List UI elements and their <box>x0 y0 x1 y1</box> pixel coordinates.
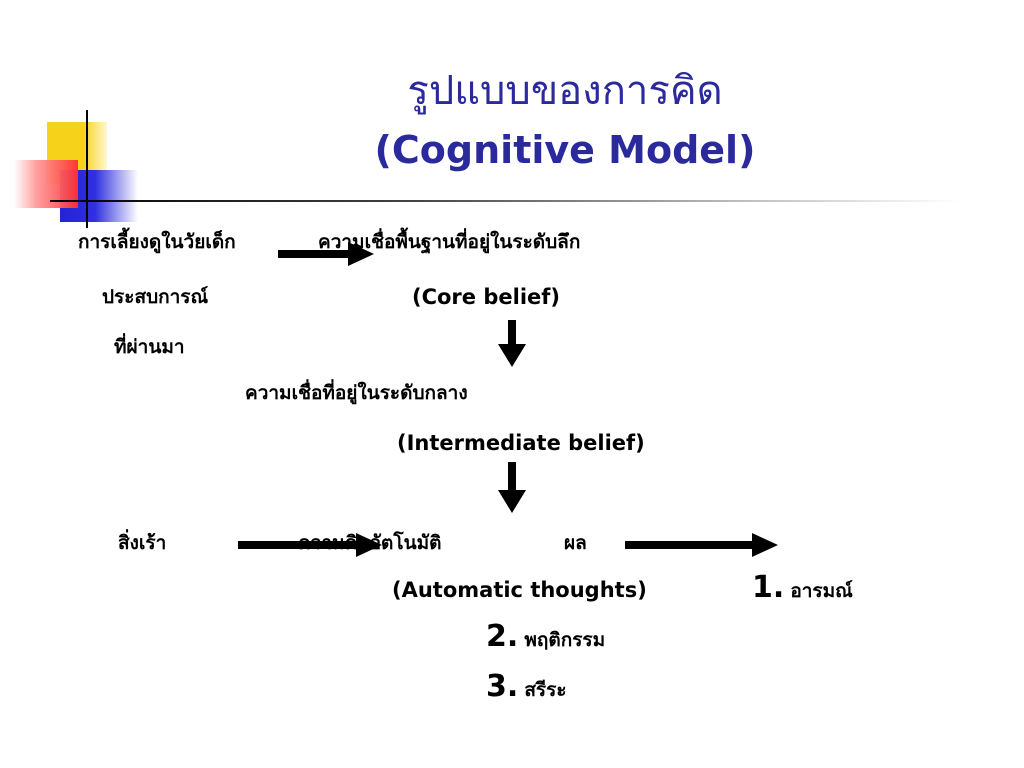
automatic-thoughts-thai: ความคิดอัตโนมัติ <box>298 532 442 554</box>
outcome-item: 3. สรีระ <box>486 671 567 703</box>
result-label: ผล <box>564 532 587 554</box>
experience-label: ประสบการณ์ <box>102 286 209 308</box>
stimulus-label: สิ่งเร้า <box>118 532 167 554</box>
core-belief-english: (Core belief) <box>412 285 560 309</box>
outcome-label: อารมณ์ <box>790 580 853 602</box>
intermediate-belief-english: (Intermediate belief) <box>397 431 645 455</box>
automatic-thoughts-english: (Automatic thoughts) <box>392 578 647 602</box>
arrow-result-to-outcomes <box>625 533 778 557</box>
arrow-intermediate-to-automatic <box>498 462 526 513</box>
outcome-item: 1. อารมณ์ <box>752 572 853 604</box>
outcome-number: 3. <box>486 669 519 704</box>
arrow-stimulus-to-automatic <box>238 533 382 557</box>
title-english: (Cognitive Model) <box>374 128 756 172</box>
arrow-childhood-to-core <box>278 242 374 266</box>
outcome-number: 1. <box>752 570 785 605</box>
outcome-number: 2. <box>486 619 519 654</box>
childhood-label: การเลี้ยงดูในวัยเด็ก <box>78 231 236 253</box>
decor-vertical-line <box>86 110 88 228</box>
outcome-label: พฤติกรรม <box>524 629 606 651</box>
arrow-core-to-intermediate <box>498 320 526 367</box>
outcome-label: สรีระ <box>524 679 567 701</box>
intermediate-belief-thai: ความเชื่อที่อยู่ในระดับกลาง <box>245 382 468 404</box>
past-label: ที่ผ่านมา <box>114 336 185 358</box>
outcome-item: 2. พฤติกรรม <box>486 621 605 653</box>
title-divider-line <box>50 200 960 202</box>
title-thai: รูปแบบของการคิด <box>407 68 723 114</box>
core-belief-thai: ความเชื่อพื้นฐานที่อยู่ในระดับลึก <box>318 231 581 253</box>
